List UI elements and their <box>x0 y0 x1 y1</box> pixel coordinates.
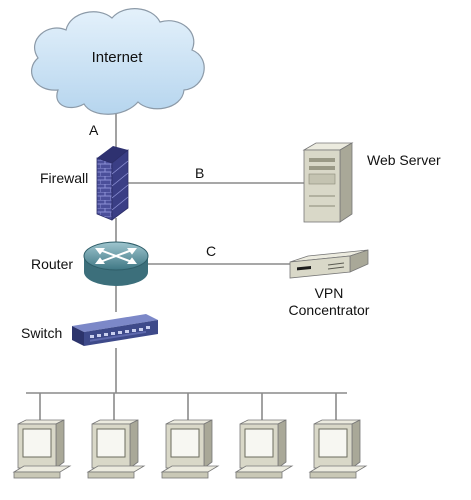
label-web-server: Web Server <box>367 152 441 168</box>
connection-lines <box>26 112 347 394</box>
workstation-drops <box>39 393 337 424</box>
vpn-concentrator-icon <box>289 249 369 279</box>
internet-cloud-icon <box>31 8 205 115</box>
server-tower-icon <box>302 142 354 223</box>
label-switch: Switch <box>21 325 63 341</box>
label-firewall: Firewall <box>40 170 89 186</box>
label-vpn: VPN <box>314 285 344 301</box>
label-link-b: B <box>195 165 205 181</box>
router-icon <box>83 241 149 286</box>
switch-icon <box>72 314 158 346</box>
workstation-monitor-icon <box>308 419 368 479</box>
label-router: Router <box>31 256 74 272</box>
workstation-monitor-icon <box>234 419 294 479</box>
workstation-monitor-icon <box>160 419 220 479</box>
workstation-monitor-icon <box>86 419 146 479</box>
label-vpn-concentrator: Concentrator <box>288 302 370 318</box>
firewall-brick-icon <box>96 146 129 221</box>
workstations <box>12 419 368 479</box>
label-link-c: C <box>206 243 217 259</box>
label-internet: Internet <box>91 49 143 66</box>
workstation-monitor-icon <box>12 419 72 479</box>
label-link-a: A <box>89 122 99 138</box>
